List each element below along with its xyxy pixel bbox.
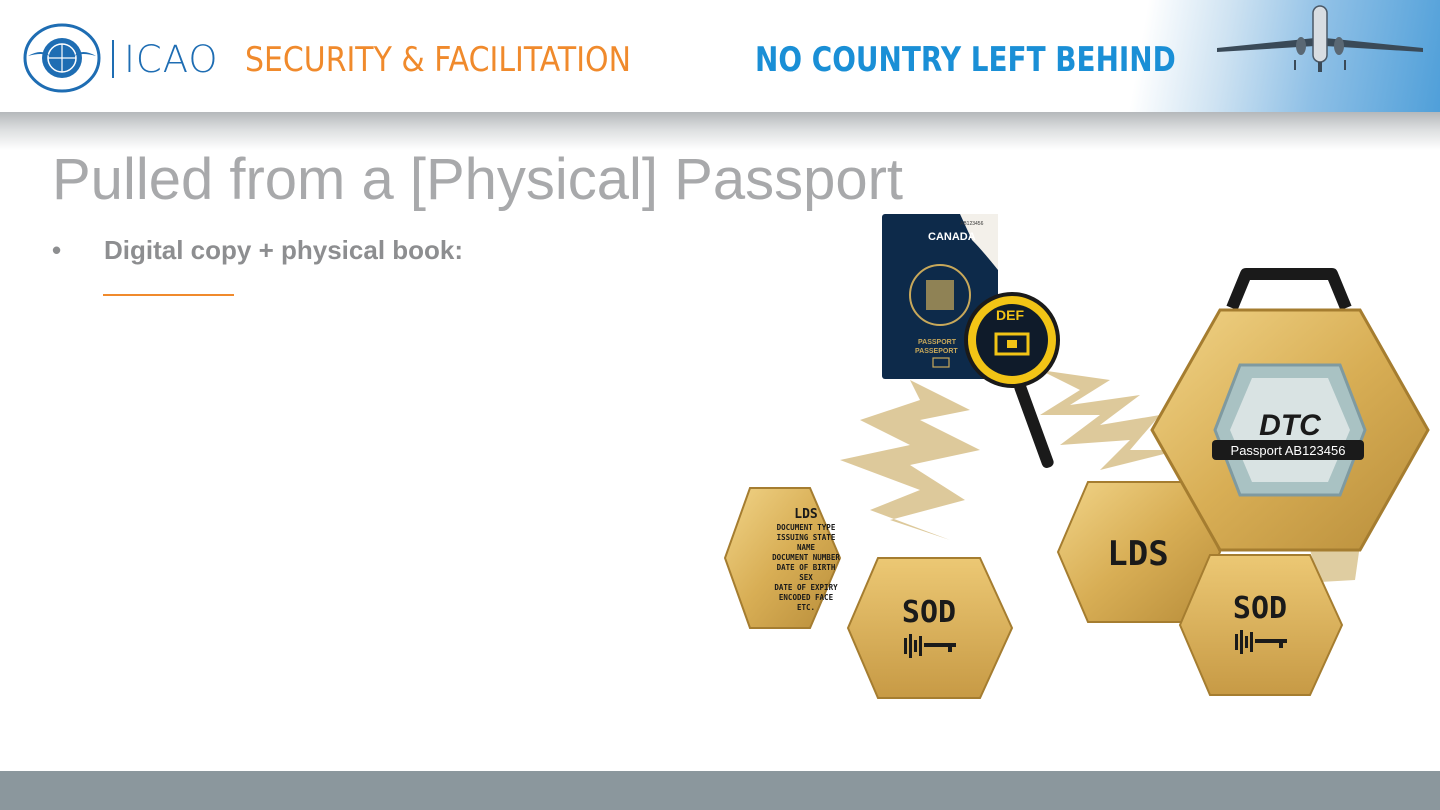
- magnifier-icon: DEF: [964, 292, 1060, 468]
- lds-field: DATE OF EXPIRY: [774, 583, 838, 592]
- department-title: SECURITY & FACILITATION: [245, 40, 631, 80]
- tagline: NO COUNTRY LEFT BEHIND: [755, 40, 1176, 80]
- left-lds-title: LDS: [794, 507, 818, 522]
- lds-field: DOCUMENT NUMBER: [772, 553, 840, 562]
- slide-header: ICAO SECURITY & FACILITATION NO COUNTRY …: [0, 0, 1440, 118]
- left-sod-hexagon: SOD: [846, 557, 1014, 699]
- fingerprint-key-icon: [904, 634, 956, 658]
- accent-underline: [103, 294, 234, 296]
- right-sod-hexagon: SOD: [1178, 554, 1344, 696]
- dtc-subtitle: Passport AB123456: [1231, 443, 1346, 458]
- bullet-marker: •: [52, 235, 62, 265]
- logo-divider: [112, 40, 114, 78]
- slide-title: Pulled from a [Physical] Passport: [52, 147, 904, 212]
- right-sod-title: SOD: [1233, 591, 1287, 626]
- fingerprint-key-icon: [1235, 630, 1287, 654]
- binary-stream-small: [1310, 545, 1360, 582]
- left-lds-hexagon: LDS DOCUMENT TYPE ISSUING STATE NAME DOC…: [723, 487, 842, 629]
- dtc-title: DTC: [1259, 409, 1322, 442]
- right-lds-title: LDS: [1107, 534, 1168, 574]
- brand-name: ICAO: [124, 38, 219, 81]
- icao-emblem-icon: [23, 23, 101, 93]
- magnifier-label: DEF: [996, 307, 1024, 323]
- binary-stream-right: [1040, 370, 1180, 470]
- passport-to-dtc-illustration: CANADA AB123456 PASSPORT PASSEPORT DEF L…: [723, 214, 1430, 699]
- binary-stream-left: [840, 380, 980, 540]
- lds-field: DATE OF BIRTH: [777, 563, 836, 572]
- lds-field: NAME: [797, 543, 816, 552]
- passport-number: AB123456: [960, 221, 984, 227]
- lds-field: SEX: [799, 573, 813, 582]
- lds-field: DOCUMENT TYPE: [777, 523, 836, 532]
- footer-bar: [0, 771, 1440, 810]
- lds-field: ISSUING STATE: [777, 533, 836, 542]
- passport-country: CANADA: [928, 231, 976, 243]
- passport-label-en: PASSPORT: [918, 339, 957, 346]
- bullet-text: Digital copy + physical book:: [104, 235, 464, 265]
- dtc-container: DTC Passport AB123456: [1150, 268, 1430, 552]
- lds-field: ETC.: [797, 603, 815, 612]
- passport-label-fr: PASSEPORT: [915, 348, 958, 355]
- left-sod-title: SOD: [902, 595, 956, 630]
- lds-field: ENCODED FACE: [779, 593, 834, 602]
- sky-banner: [1080, 0, 1440, 118]
- airplane-icon: [1217, 5, 1423, 72]
- header-shadow: [0, 112, 1440, 150]
